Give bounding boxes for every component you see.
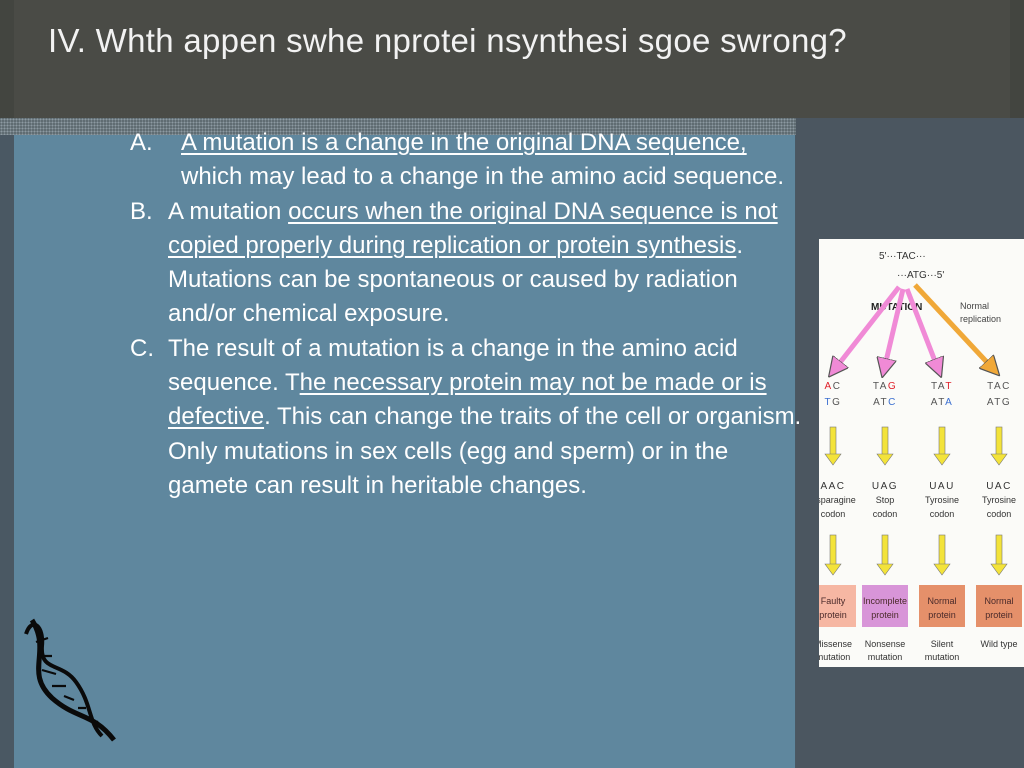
down-arrow-icon [995,426,1003,456]
down-arrow-icon [933,453,951,466]
underlined-text: he necessary protein may not be made or … [168,369,767,431]
down-arrow-icon [829,534,837,566]
protein-label: Faulty [821,596,846,606]
bottom-strand-label: ···ATG···5' [897,270,944,281]
list-item-text: The result of a mutation is a change in … [130,332,810,435]
underlined-text: occurs when the original DNA sequence is… [168,197,778,259]
plain-text: which may lead to a change in the amino … [181,163,785,191]
normal-replication-arrow [913,283,997,373]
mutation-type-label: mutation [925,652,960,662]
down-arrow-icon [933,563,951,576]
protein-label: protein [928,610,956,620]
protein-box [862,585,908,627]
mutation-diagram-svg: 5'···TAC··· ···ATG···5' MUTATION Normal … [810,251,1022,662]
protein-label: protein [985,610,1013,620]
dotted-divider [0,118,1024,135]
down-arrow-icon [938,534,946,566]
amino-acid-label: Tyrosine [925,495,959,505]
mutation-type-label: Wild type [980,639,1017,649]
protein-label: Incomplete [863,596,907,606]
replication-label: replication [960,314,1001,324]
codon-label: codon [987,509,1012,519]
content-panel [14,135,795,768]
mrna-codon-label: UAC [986,481,1012,492]
dna-codon-top: AC [825,381,842,392]
mrna-codon-label: UAU [929,481,955,492]
codon-label: codon [930,509,955,519]
mutation-type-label: Nonsense [865,639,906,649]
dna-codon-bottom: ATC [873,397,897,408]
top-strand-label: 5'···TAC··· [879,251,926,262]
underlined-text: A mutation is a change in the original D… [181,129,747,156]
down-arrow-icon [881,426,889,456]
down-arrow-icon [881,534,889,566]
down-arrow-icon [876,453,894,466]
protein-box [976,585,1022,627]
dna-codon-bottom: ATG [987,397,1011,408]
down-arrow-icon [829,426,837,456]
list-marker: B. [130,197,153,225]
down-arrow-icon [824,563,842,576]
title-panel [14,0,1010,118]
list-marker: C. [130,334,154,362]
plain-text: . [736,231,743,259]
down-arrow-icon [876,563,894,576]
codon-label: codon [873,509,898,519]
protein-box [919,585,965,627]
dna-helix-icon [24,618,116,742]
protein-box [810,585,856,627]
mutation-type-label: Missense [819,639,852,649]
down-arrow-icon [990,563,1008,576]
down-arrow-icon [824,453,842,466]
amino-acid-label: Tyrosine [982,495,1016,505]
list-item-text: A mutation occurs when the original DNA … [130,195,810,264]
down-arrow-icon [995,534,1003,566]
mrna-codon-label: AAC [820,481,845,492]
slide-title: IV. Whth appen swhe nprotei nsynthesi sg… [48,22,847,59]
protein-label: protein [871,610,899,620]
protein-label: Normal [927,596,956,606]
list-marker: A. [130,129,153,156]
list-item-text: A mutation is a change in the original D… [130,126,810,195]
plain-text: . This can change the traits of the cell… [264,403,802,431]
normal-label: Normal [960,301,989,311]
protein-label: Normal [984,596,1013,606]
list-item-extra-text: Mutations can be spontaneous or caused b… [168,266,738,328]
mutation-type-label: Silent [931,639,954,649]
mutation-arrow [904,288,940,374]
mutation-diagram: 5'···TAC··· ···ATG···5' MUTATION Normal … [810,239,1024,667]
list-item-b: B. A mutation occurs when the original D… [130,195,810,332]
dna-codon-bottom: TG [825,397,842,408]
protein-label: protein [819,610,847,620]
list-item-a: A. A mutation is a change in the origina… [130,126,810,195]
list-item-extra-text: Only mutations in sex cells (egg and spe… [168,437,729,499]
plain-text: The result of a mutation is a change in … [168,334,738,397]
mutation-arrow [831,285,901,374]
mutation-type-label: mutation [819,652,850,662]
dna-codon-top: TAC [987,381,1011,392]
dna-codon-top: TAT [931,381,953,392]
down-arrow-icon [990,453,1008,466]
dna-codon-bottom: ATA [931,397,953,408]
down-arrow-icon [938,426,946,456]
mutation-type-label: mutation [868,652,903,662]
dna-codon-top: TAG [873,381,897,392]
plain-text: A mutation [168,197,289,225]
bullet-list: A. A mutation is a change in the origina… [130,126,810,503]
mrna-codon-label: UAG [872,481,898,492]
mutation-arrow [883,288,906,374]
codon-label: codon [821,509,846,519]
list-item-c: C. The result of a mutation is a change … [130,332,810,503]
amino-acid-label: Asparagine [819,495,856,505]
title-bar: IV. Whth appen swhe nprotei nsynthesi sg… [0,0,1024,118]
amino-acid-label: Stop [876,495,895,505]
